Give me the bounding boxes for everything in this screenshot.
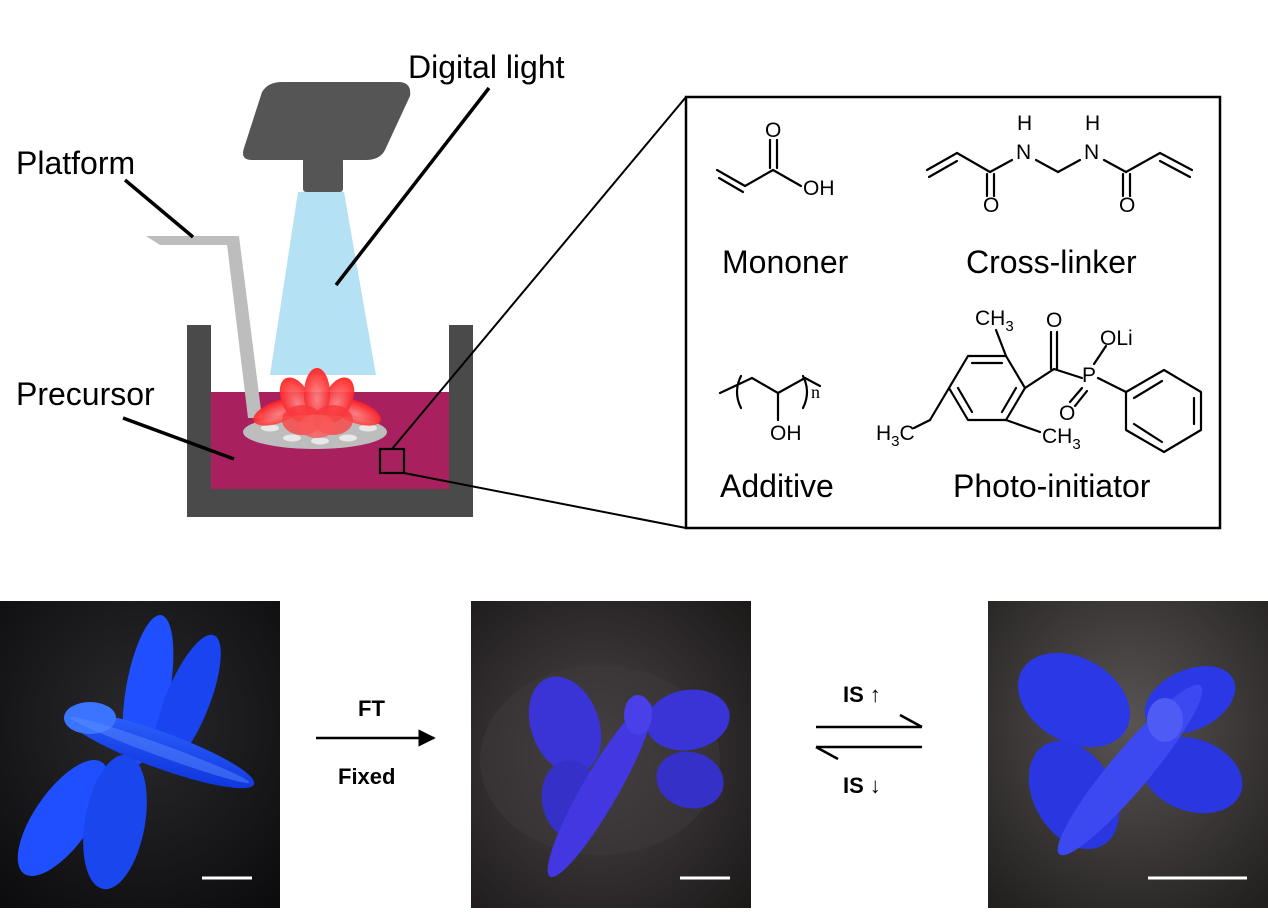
ft-label: FT bbox=[358, 696, 385, 721]
ft-fixed-arrow: FT Fixed bbox=[316, 696, 436, 789]
is-up-label: IS↑ bbox=[843, 682, 881, 707]
printed-lotus bbox=[253, 368, 381, 438]
pi-o-carbonyl: O bbox=[1046, 309, 1062, 332]
platform-pointer bbox=[123, 178, 195, 239]
photoinitiator-structure: CH3 O OLi P O CH3 H3C bbox=[876, 307, 1203, 454]
crosslinker-o1: O bbox=[983, 194, 999, 217]
crosslinker-label: Cross-linker bbox=[966, 244, 1137, 280]
precursor-pointer bbox=[122, 416, 235, 461]
crosslinker-o2: O bbox=[1119, 194, 1135, 217]
dragonfly-1 bbox=[17, 615, 255, 890]
additive-structure: n OH bbox=[718, 374, 822, 445]
crosslinker-structure: H N H N O O bbox=[925, 112, 1194, 217]
pi-ch3-top: CH3 bbox=[975, 307, 1014, 335]
fixed-label: Fixed bbox=[338, 764, 395, 789]
pi-h3c-left: H3C bbox=[876, 422, 915, 450]
crosslinker-n1: N bbox=[1016, 141, 1031, 164]
is-down-label: IS↓ bbox=[843, 773, 881, 798]
digital-light-pointer bbox=[334, 86, 491, 287]
monomer-structure: O OH bbox=[715, 119, 835, 200]
additive-label: Additive bbox=[720, 468, 834, 504]
photo-dragonfly-recovered bbox=[988, 601, 1268, 908]
monomer-oh: OH bbox=[803, 177, 835, 200]
pi-oli: OLi bbox=[1100, 327, 1133, 350]
is-reversible-arrow: IS↑ IS↓ bbox=[815, 682, 923, 798]
photo-dragonfly-printed bbox=[0, 601, 280, 908]
pi-o-phosphoryl: O bbox=[1059, 402, 1075, 425]
additive-oh: OH bbox=[770, 422, 802, 445]
pi-p: P bbox=[1082, 364, 1096, 387]
projector bbox=[243, 82, 411, 192]
chemistry-panel: O OH Mononer H N H N O O Cross- bbox=[684, 95, 1222, 530]
platform-label: Platform bbox=[16, 145, 135, 181]
crosslinker-h2: H bbox=[1085, 112, 1100, 135]
monomer-label: Mononer bbox=[722, 244, 849, 280]
dragonfly-3 bbox=[1017, 652, 1243, 856]
precursor-label: Precursor bbox=[16, 376, 155, 412]
additive-n: n bbox=[811, 382, 820, 402]
pi-ch3-right: CH3 bbox=[1042, 425, 1081, 453]
photoinitiator-label: Photo-initiator bbox=[953, 468, 1151, 504]
dragonfly-2 bbox=[528, 676, 730, 878]
crosslinker-h1: H bbox=[1017, 112, 1032, 135]
apparatus: Digital light Platform Precursor bbox=[16, 49, 687, 529]
light-beam bbox=[270, 192, 376, 375]
digital-light-label: Digital light bbox=[408, 49, 565, 85]
monomer-o: O bbox=[765, 119, 781, 142]
crosslinker-n2: N bbox=[1084, 141, 1099, 164]
photo-dragonfly-fixed bbox=[471, 601, 751, 908]
